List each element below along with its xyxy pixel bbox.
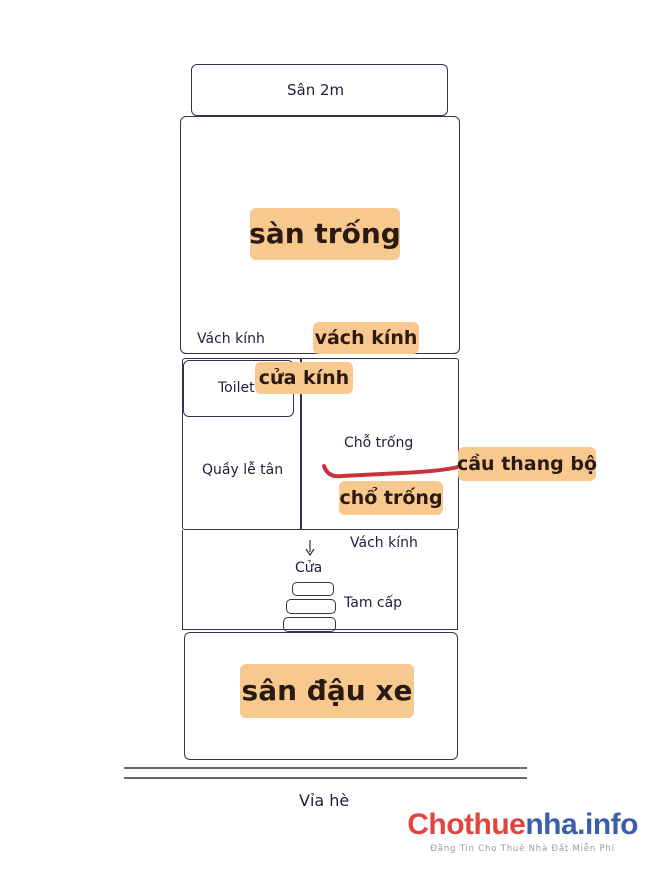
door-arrow-head [305,548,315,557]
label-steps: Tam cấp [344,595,403,611]
tag-empty-floor: sàn trống [249,208,401,260]
brand-name-part2: nha.info [525,808,638,841]
label-toilet: Toilet [218,380,255,396]
tag-glass-door: cửa kính [255,362,353,394]
label-glass-wall-mid: Vách kính [350,535,418,551]
parking-box [184,632,458,760]
stair-line [322,454,502,479]
middle-divider [300,358,302,530]
label-sidewalk: Vỉa hè [299,791,350,810]
label-reception: Quầy lễ tân [202,462,284,478]
tag-parking: sân đậu xe [240,664,414,718]
middle-section-box [182,358,459,530]
label-door: Cửa [295,560,323,576]
yard-top-box [191,64,448,116]
brand-logo: Chothuenha.info [407,808,638,842]
brand-tagline: Đăng Tin Cho Thuê Nhà Đất Miễn Phí [430,844,615,854]
brand-watermark: Chothuenha.info Đăng Tin Cho Thuê Nhà Đấ… [407,808,638,854]
step-top [292,582,334,596]
entrance-section-box [182,530,458,630]
tag-stairs: cầu thang bộ [457,447,597,481]
brand-name-part1: Chothue [407,808,526,841]
label-empty-space: Chỗ trống [344,435,414,451]
label-yard-top: Sân 2m [287,81,345,99]
label-glass-wall-left: Vách kính [197,331,265,347]
tag-empty-spot: chổ trống [339,481,443,515]
tag-glass-wall: vách kính [313,322,419,354]
step-bottom [283,617,336,632]
step-middle [286,599,336,614]
